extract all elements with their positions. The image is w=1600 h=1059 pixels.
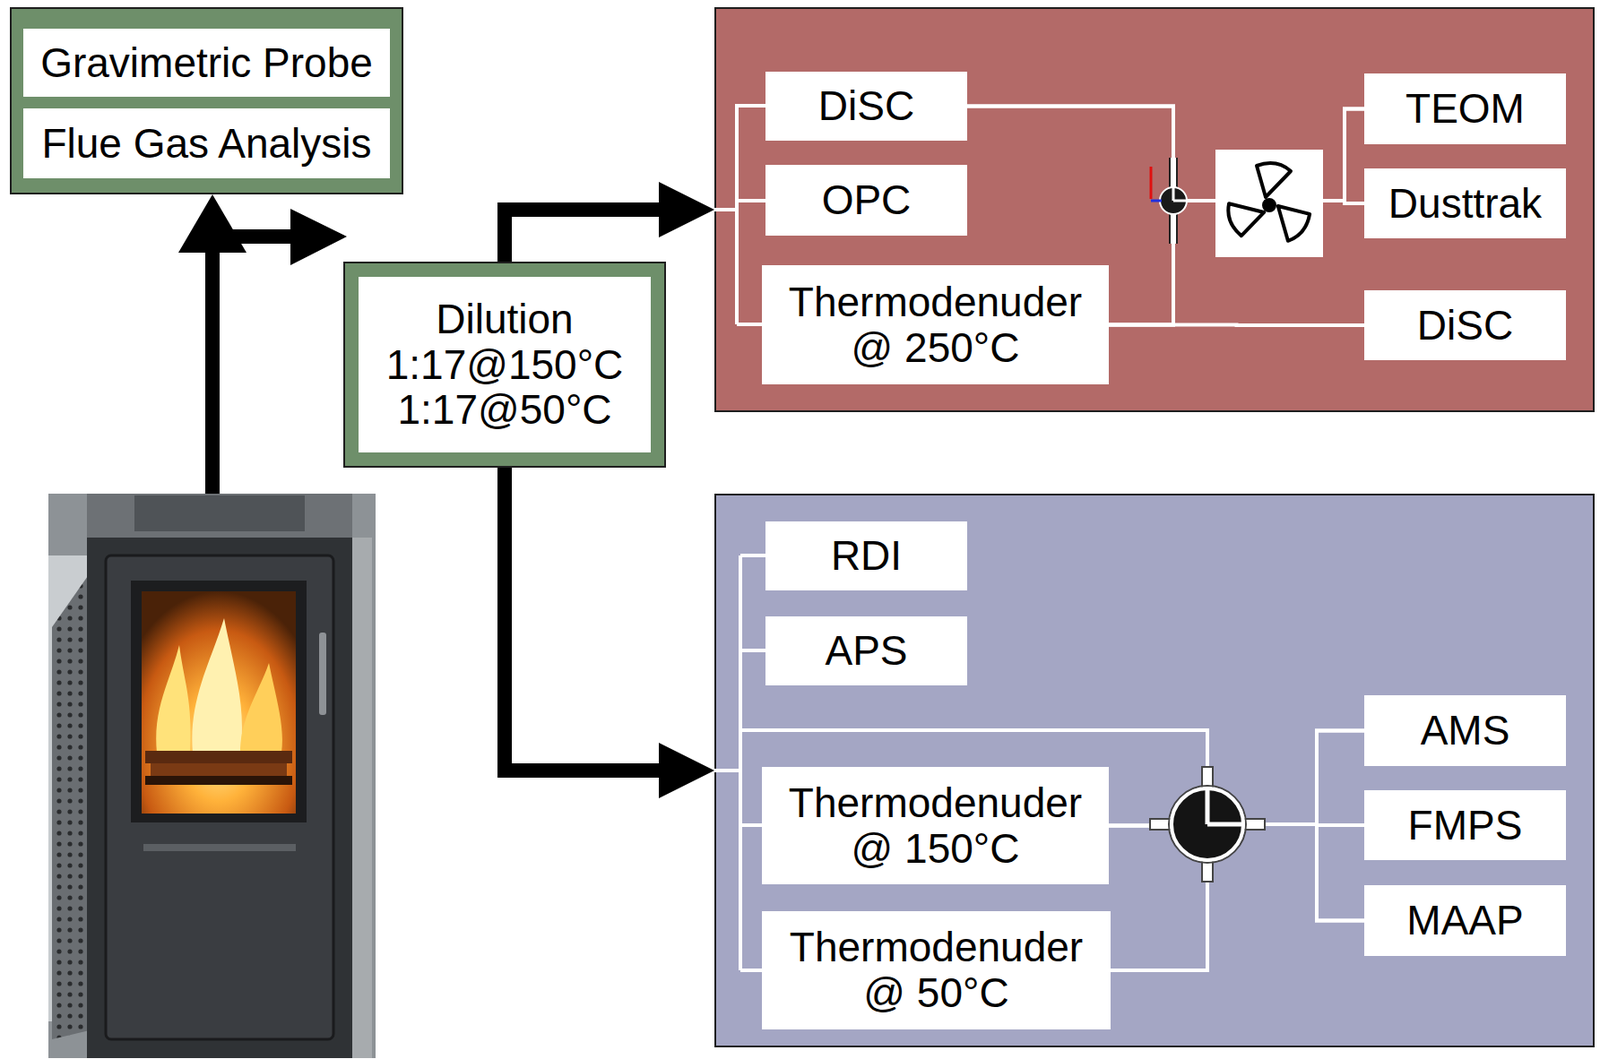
instrument-box: FMPS (1364, 790, 1566, 861)
box-label: FMPS (1408, 803, 1523, 849)
dilution-box: Dilution1:17@150°C 1:17@50°C (345, 263, 665, 467)
instrument-box: AMS (1364, 695, 1566, 767)
pump-symbol (1215, 149, 1324, 258)
instrument-box: TEOM (1364, 73, 1566, 145)
stove-body (86, 537, 353, 1059)
window-frame (130, 580, 307, 823)
box-label: Thermodenuder @ 150°C (770, 780, 1100, 872)
stove-frame (352, 537, 372, 1059)
box-label: 1:17@150°C 1:17@50°C (365, 342, 644, 433)
valve-axis (1150, 166, 1153, 199)
instrument-box: RDI (765, 521, 968, 591)
flow-arrow (504, 209, 679, 264)
grate (145, 776, 293, 786)
instrument-box: OPC (765, 164, 968, 236)
box-label: TEOM (1405, 86, 1525, 132)
valve-ring (1168, 786, 1246, 864)
instrument-box: Dusttrak (1364, 168, 1566, 239)
log (145, 751, 293, 764)
box-label: Thermodenuder @ 50°C (770, 925, 1102, 1016)
arrow-head (290, 208, 347, 266)
stove-photo (48, 493, 376, 1059)
instrument-box: Thermodenuder @ 50°C (761, 911, 1111, 1030)
perforated-panel (51, 573, 90, 1040)
box-label: Dilution (435, 296, 573, 343)
box-label: DiSC (818, 83, 915, 130)
log (150, 763, 287, 777)
instrument-box: DiSC (1364, 290, 1566, 361)
photo-ground (48, 493, 376, 1059)
flow-arrow (504, 466, 679, 771)
box-label: Flue Gas Analysis (41, 121, 372, 167)
pump-box (1215, 149, 1324, 258)
arrow-head (178, 194, 247, 253)
valve-disc (1159, 187, 1187, 215)
box-label: MAAP (1406, 898, 1523, 944)
sample-line (1108, 323, 1365, 329)
instrument-box: DiSC (765, 71, 968, 141)
pump-blade (1256, 163, 1291, 198)
instrument-box: Thermodenuder @ 150°C (761, 767, 1109, 885)
instrument-panel: RDI APS Thermodenuder @ 150°C Thermodenuder… (714, 493, 1595, 1048)
box-label: RDI (830, 533, 902, 580)
stove-top (86, 493, 353, 541)
instrument-box: APS (765, 616, 968, 686)
box-label: AMS (1420, 708, 1511, 754)
box-label: OPC (821, 177, 912, 224)
flame (240, 663, 283, 753)
instrument-panel: DiSC OPC Thermodenuder @ 250°C TEOM Dusttrak… (714, 7, 1595, 413)
stove-hopper (134, 495, 305, 532)
valve-axis (1150, 199, 1162, 203)
instrument-box: Flue Gas Analysis (23, 108, 390, 179)
box-label: Thermodenuder @ 250°C (770, 279, 1100, 371)
instrument-box: Gravimetric Probe (23, 28, 390, 97)
door-handle (319, 632, 327, 716)
fire-window (141, 591, 296, 814)
stove-door (105, 555, 334, 1040)
box-label: APS (824, 628, 908, 675)
flame (155, 645, 191, 753)
instrument-box: MAAP (1364, 885, 1566, 957)
box-label: DiSC (1417, 302, 1514, 349)
valve-disc (1171, 788, 1244, 861)
box-label: Gravimetric Probe (40, 40, 373, 87)
flame (191, 618, 243, 753)
box-label: Dusttrak (1388, 181, 1542, 227)
arrow-shaft (205, 250, 220, 494)
arrow-shaft (212, 229, 294, 244)
pump-hub (1263, 199, 1275, 211)
air-slot (143, 844, 296, 852)
instrument-box: Thermodenuder @ 250°C (761, 265, 1109, 385)
pump-blade (1221, 190, 1269, 238)
flow-arrow (178, 194, 347, 494)
sampling-frame: Gravimetric ProbeFlue Gas Analysis (9, 7, 404, 195)
